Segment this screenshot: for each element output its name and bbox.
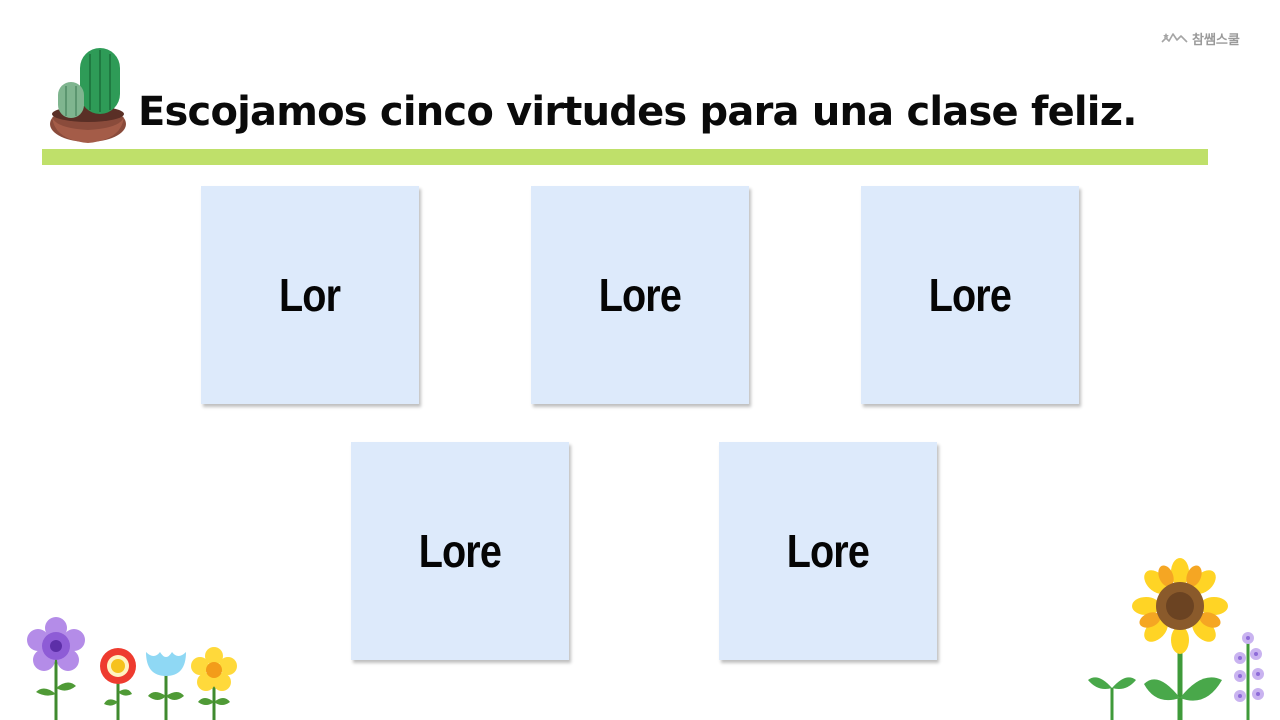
virtue-card-label: Lore (786, 525, 870, 577)
virtue-card-label: Lore (598, 269, 682, 321)
cactus-pot-icon (50, 48, 126, 143)
virtue-card-label: Lore (418, 525, 502, 577)
virtue-card-label: Lor (279, 269, 341, 321)
brand-text: 참쌤스쿨 (1192, 32, 1240, 48)
virtue-card-4[interactable]: Lore (351, 442, 569, 660)
sunflower-icon (1088, 558, 1264, 720)
page-title: Escojamos cinco virtudes para una clase … (138, 89, 1137, 135)
virtue-card-2[interactable]: Lore (531, 186, 749, 404)
wildflowers-icon (27, 617, 237, 720)
virtue-card-5[interactable]: Lore (719, 442, 937, 660)
title-underline-bar (42, 149, 1208, 165)
brand-mark-icon (1161, 33, 1188, 43)
brand-logo: 참쌤스쿨 (1160, 26, 1250, 50)
virtue-card-3[interactable]: Lore (861, 186, 1079, 404)
virtue-card-1[interactable]: Lor (201, 186, 419, 404)
virtue-card-label: Lore (928, 269, 1012, 321)
